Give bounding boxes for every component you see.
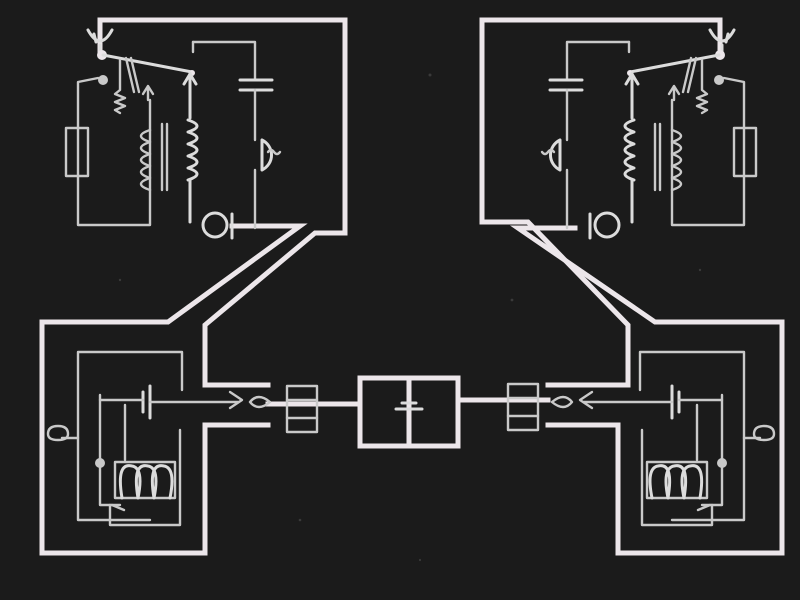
coil-icon [139,118,199,192]
bell-icon [742,424,776,442]
right-top-station [540,28,758,240]
bell-icon [46,424,80,442]
headphone-icon [540,138,562,172]
right-bottom-station [550,350,776,527]
chalk-specks [118,73,702,562]
battery-icon [98,384,240,420]
right-upper-loop [479,17,723,388]
coil-icon [623,118,683,192]
coil-icon [732,126,758,178]
microphone-icon [588,211,621,240]
relay-coil-icon [645,460,709,500]
coil-icon [64,126,90,178]
headphone-icon [260,138,282,172]
left-top-station [64,28,282,240]
battery-icon [394,401,424,411]
insulator-icon [285,384,319,434]
relay-coil-icon [113,460,177,500]
insulator-icon [506,382,540,432]
left-cross-wire [39,223,308,556]
left-upper-loop [97,17,348,388]
main-wiring [39,17,785,556]
antenna-icon [708,28,736,60]
microphone-icon [201,211,234,240]
battery-icon [582,384,724,420]
left-bottom-station [46,350,272,527]
right-cross-wire [509,225,785,556]
